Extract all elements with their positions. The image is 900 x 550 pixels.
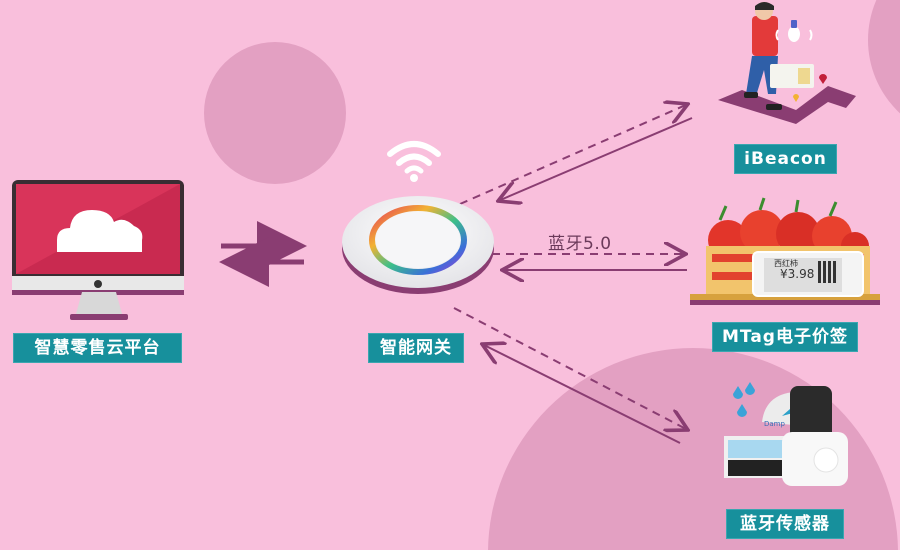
monitor-stand [70,292,128,320]
sensor-label: 蓝牙传感器 [726,509,844,539]
qr-code-icon [818,261,838,283]
price-tag-price: ¥3.98 [780,267,815,281]
sensor-gauge-text: Damp [764,420,785,428]
bluetooth-sensor-icon [724,382,848,486]
gateway-device-icon [342,196,494,294]
decor-circle-top-left [204,42,346,184]
electronic-price-tag: 西红柿 ¥3.98 [752,251,864,297]
cloud-monitor-icon [12,180,184,295]
cloud-platform-label: 智慧零售云平台 [13,333,182,363]
wifi-icon [387,141,441,182]
ibeacon-label: iBeacon [734,144,837,174]
bluetooth-5-label: 蓝牙5.0 [548,234,612,254]
mtag-label: MTag电子价签 [712,322,858,352]
price-tag-product: 西红柿 [774,259,798,268]
ibeacon-person-route-icon [718,2,856,124]
gateway-label: 智能网关 [368,333,464,363]
